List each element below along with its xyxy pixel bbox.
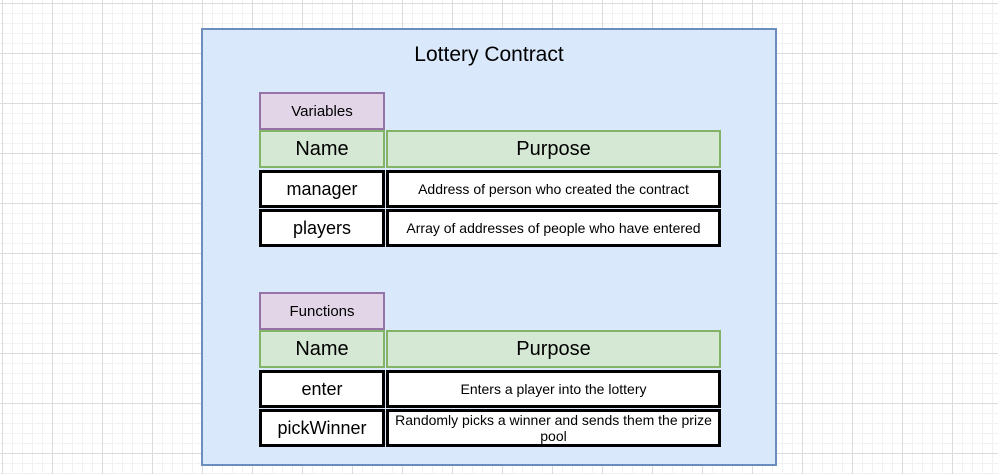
row-purpose-cell-players[interactable]: Array of addresses of people who have en… <box>386 209 721 247</box>
functions-header-row: Name Purpose <box>259 330 721 368</box>
functions-tab-label: Functions <box>289 302 355 320</box>
functions-header-name[interactable]: Name <box>259 330 385 368</box>
diagram-title: Lottery Contract <box>414 43 564 66</box>
variables-header-name[interactable]: Name <box>259 130 385 168</box>
variables-header-row: Name Purpose <box>259 130 721 168</box>
variables-tab-label: Variables <box>291 102 353 120</box>
row-name-label: manager <box>286 178 358 199</box>
row-purpose-label: Address of person who created the contra… <box>418 181 689 197</box>
header-purpose-label: Purpose <box>516 137 591 160</box>
header-name-label: Name <box>295 137 349 160</box>
row-name-cell-players[interactable]: players <box>259 209 385 247</box>
lottery-contract-container[interactable]: Lottery Contract Variables Name Purpose … <box>201 28 777 466</box>
row-purpose-cell-pickwinner[interactable]: Randomly picks a winner and sends them t… <box>386 409 721 447</box>
row-purpose-label: Enters a player into the lottery <box>460 381 647 397</box>
table-row: players Array of addresses of people who… <box>259 209 721 247</box>
functions-header-purpose[interactable]: Purpose <box>386 330 721 368</box>
row-name-cell-pickwinner[interactable]: pickWinner <box>259 409 385 447</box>
functions-tab[interactable]: Functions <box>259 292 385 330</box>
row-purpose-cell-manager[interactable]: Address of person who created the contra… <box>386 170 721 208</box>
table-row: enter Enters a player into the lottery <box>259 370 721 408</box>
variables-header-purpose[interactable]: Purpose <box>386 130 721 168</box>
row-name-cell-enter[interactable]: enter <box>259 370 385 408</box>
row-purpose-label: Array of addresses of people who have en… <box>406 220 701 236</box>
row-purpose-label: Randomly picks a winner and sends them t… <box>395 412 712 444</box>
table-row: pickWinner Randomly picks a winner and s… <box>259 409 721 447</box>
header-purpose-label: Purpose <box>516 337 591 360</box>
functions-table: Functions Name Purpose enter Enters a pl… <box>259 292 721 447</box>
row-name-label: pickWinner <box>277 417 367 438</box>
row-purpose-cell-enter[interactable]: Enters a player into the lottery <box>386 370 721 408</box>
row-name-cell-manager[interactable]: manager <box>259 170 385 208</box>
variables-tab[interactable]: Variables <box>259 92 385 130</box>
header-name-label: Name <box>295 337 349 360</box>
variables-rows: manager Address of person who created th… <box>259 170 721 247</box>
row-name-label: enter <box>301 378 343 399</box>
variables-table: Variables Name Purpose manager Address o… <box>259 92 721 247</box>
table-row: manager Address of person who created th… <box>259 170 721 208</box>
row-name-label: players <box>292 217 352 238</box>
functions-rows: enter Enters a player into the lottery p… <box>259 370 721 447</box>
